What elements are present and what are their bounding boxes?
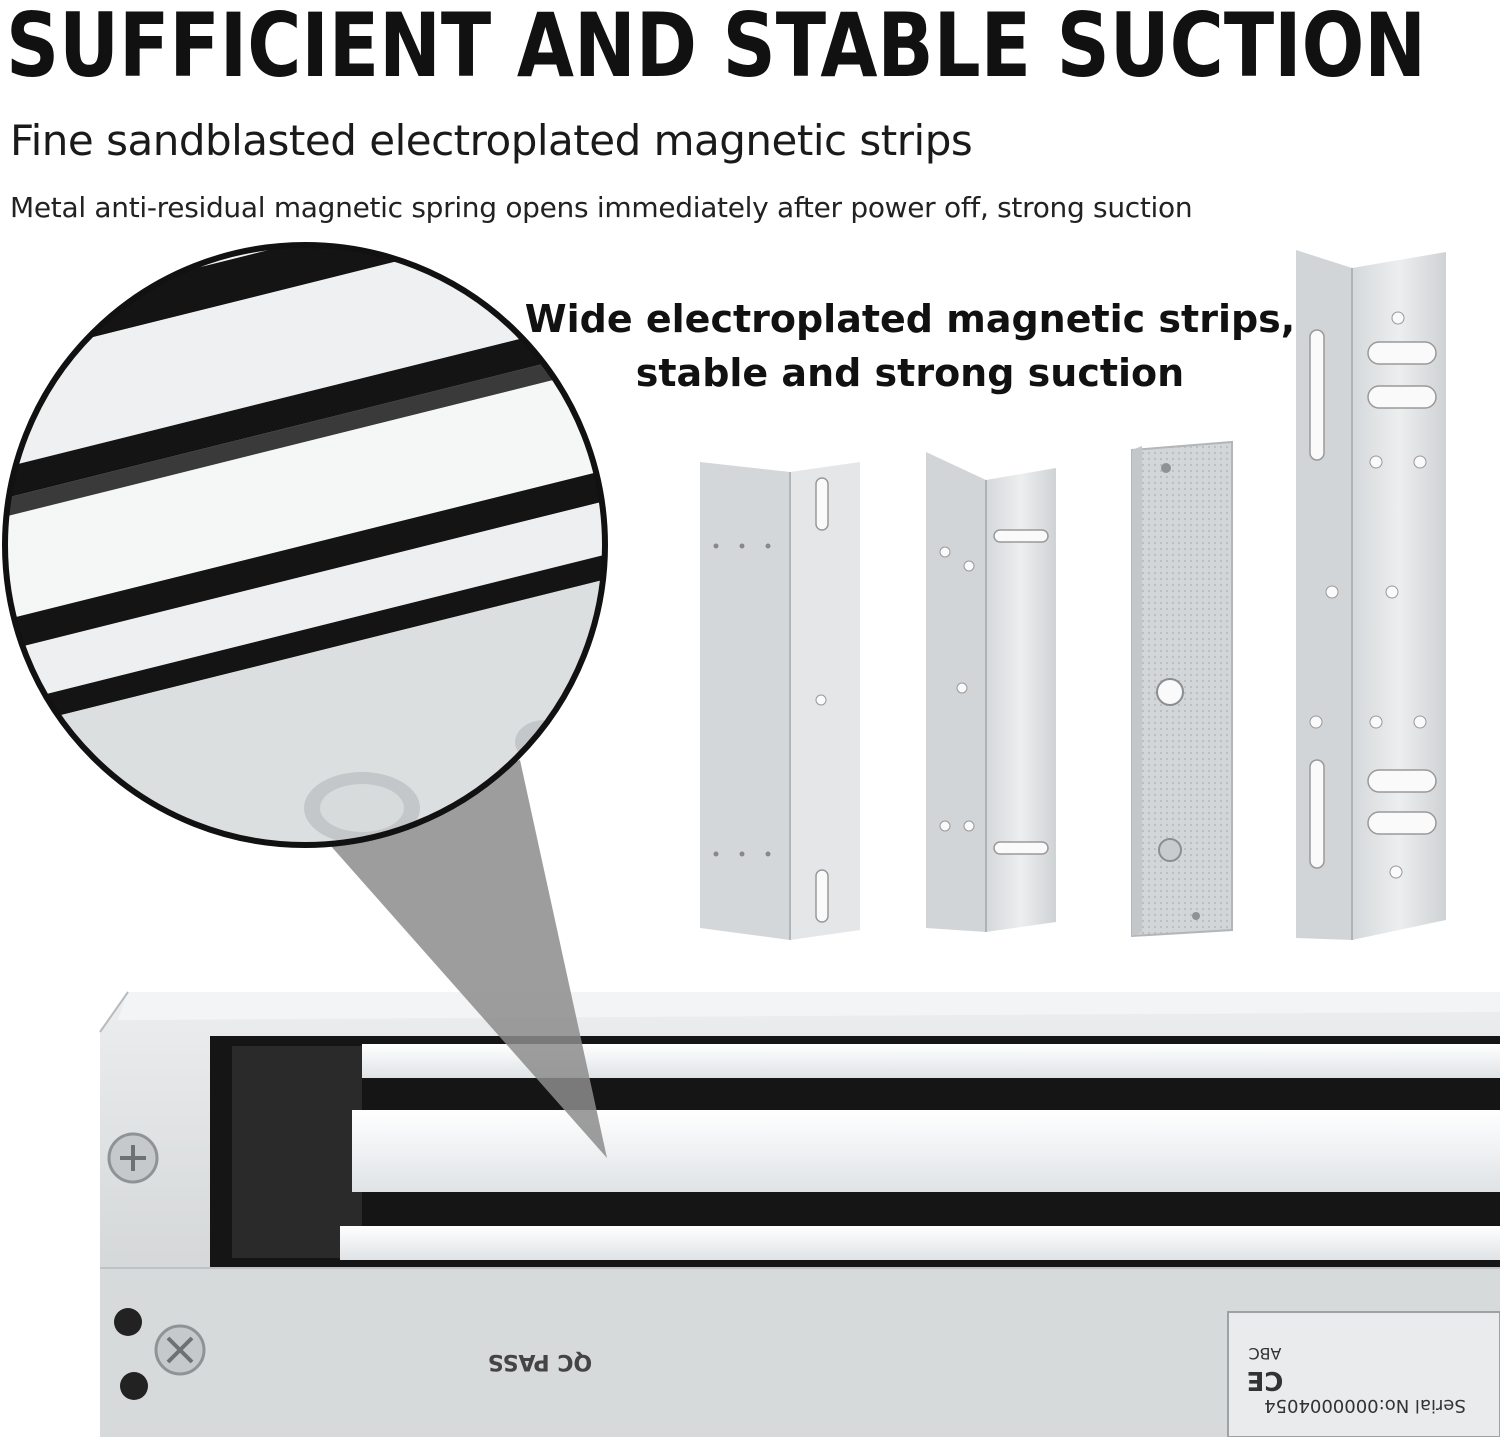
screw-icon bbox=[154, 1324, 206, 1376]
product-label: Serial No:0000004054 CE ABC bbox=[1227, 1311, 1500, 1437]
headline-text: SUFFICIENT AND STABLE SUCTION bbox=[6, 0, 1426, 92]
l-bracket-long bbox=[1296, 250, 1446, 940]
magnetic-lock-body: QC PASS Serial No:0000004054 CE ABC bbox=[99, 991, 1500, 1437]
qc-pass-sticker: QC PASS bbox=[488, 1349, 592, 1374]
zoom-cone bbox=[330, 760, 607, 1158]
magnet-strip-bottom bbox=[340, 1226, 1500, 1260]
magnet-strip-middle bbox=[352, 1110, 1500, 1192]
screw-icon bbox=[107, 1132, 159, 1184]
callout-text: Wide electroplated magnetic strips, stab… bbox=[520, 292, 1300, 400]
headline: SUFFICIENT AND STABLE SUCTION bbox=[6, 0, 1426, 92]
armature-plate bbox=[1131, 440, 1233, 938]
abc-label: ABC bbox=[1249, 1344, 1282, 1363]
qc-pass-label: QC PASS bbox=[488, 1349, 592, 1374]
indicator-hole bbox=[114, 1308, 142, 1336]
feature-description: Metal anti-residual magnetic spring open… bbox=[10, 191, 1193, 224]
ce-mark: CE bbox=[1247, 1365, 1284, 1395]
serial-number-label: Serial No:0000004054 bbox=[1264, 1395, 1466, 1416]
subheading: Fine sandblasted electroplated magnetic … bbox=[10, 116, 973, 165]
callout-line-1: Wide electroplated magnetic strips, bbox=[524, 297, 1296, 341]
l-bracket-small bbox=[700, 462, 860, 940]
indicator-hole bbox=[120, 1372, 148, 1400]
l-bracket-medium bbox=[926, 452, 1056, 932]
callout-line-2: stable and strong suction bbox=[635, 351, 1185, 395]
